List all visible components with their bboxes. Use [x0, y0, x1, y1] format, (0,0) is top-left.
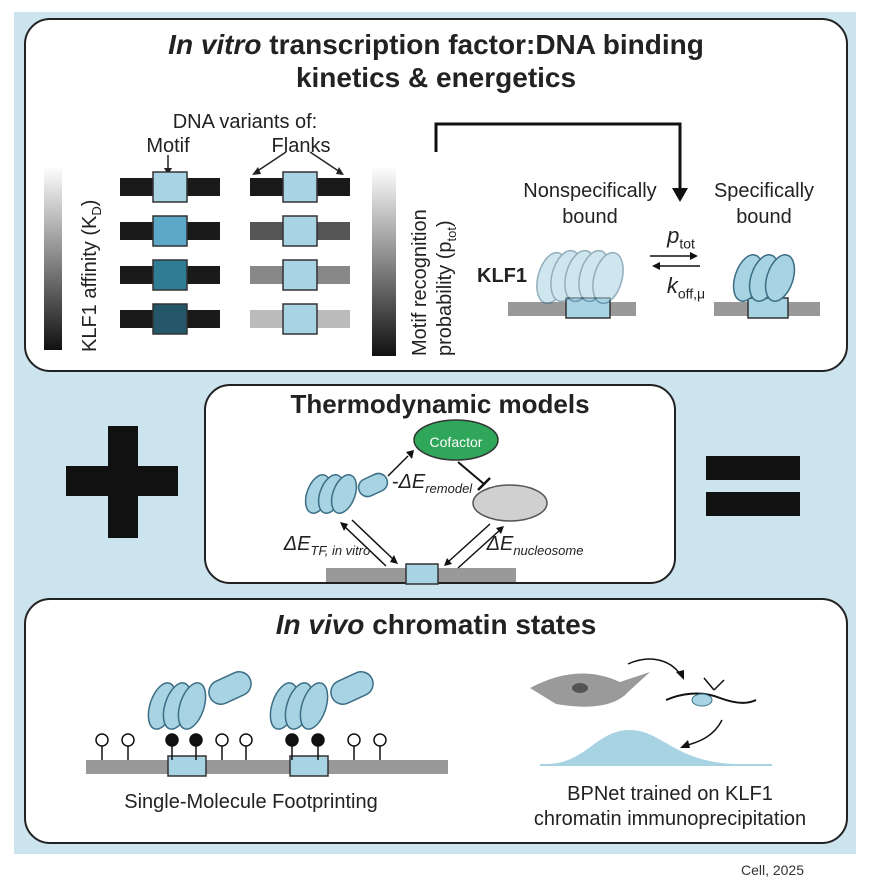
cofactor-ellipse [413, 419, 499, 461]
recognition-gradient-wedge [372, 166, 396, 356]
motif-variants [120, 171, 220, 335]
panel-thermodynamic: Thermodynamic models [204, 384, 676, 584]
klf1-specific-protein [732, 254, 796, 302]
motif-label: Motif [146, 135, 190, 157]
credit-text: Cell, 2025 [740, 862, 804, 878]
smf-protein-1 [147, 671, 252, 730]
nucleosome-ellipse [472, 484, 548, 522]
smf-label: Single-Molecule Footprinting [124, 791, 378, 813]
plus-symbol-v [108, 426, 138, 538]
equals-symbol-bottom [706, 492, 800, 516]
e-nuc-label: ΔEnucleosome [486, 533, 584, 558]
cell-shape [530, 672, 650, 707]
p-tot-label: ptot [667, 223, 695, 252]
panel-title-thermo: Thermodynamic models [290, 389, 590, 419]
flanks-label: Flanks [271, 135, 331, 157]
affinity-gradient-wedge [44, 166, 62, 350]
klf1-label: KLF1 [477, 265, 527, 287]
tf-protein-mid [304, 472, 389, 514]
smf-protein-2 [269, 671, 374, 730]
equals-symbol-top [706, 456, 800, 480]
e-tf-label: ΔETF, in vitro [283, 533, 371, 558]
e-remodel-label: -ΔEremodel [391, 471, 473, 496]
panel-title-in-vivo: In vivo chromatin states [275, 609, 597, 640]
panel-title-in-vitro: In vitro transcription factor:DNA bindin… [168, 29, 704, 93]
klf1-nonspecific-protein [536, 249, 624, 305]
bpnet-peak [546, 730, 740, 764]
flank-variants [250, 171, 350, 335]
cofactor-label: Cofactor [429, 434, 483, 450]
k-off-label: koff,μ [666, 273, 706, 302]
dna-variants-label: DNA variants of: [172, 111, 318, 133]
